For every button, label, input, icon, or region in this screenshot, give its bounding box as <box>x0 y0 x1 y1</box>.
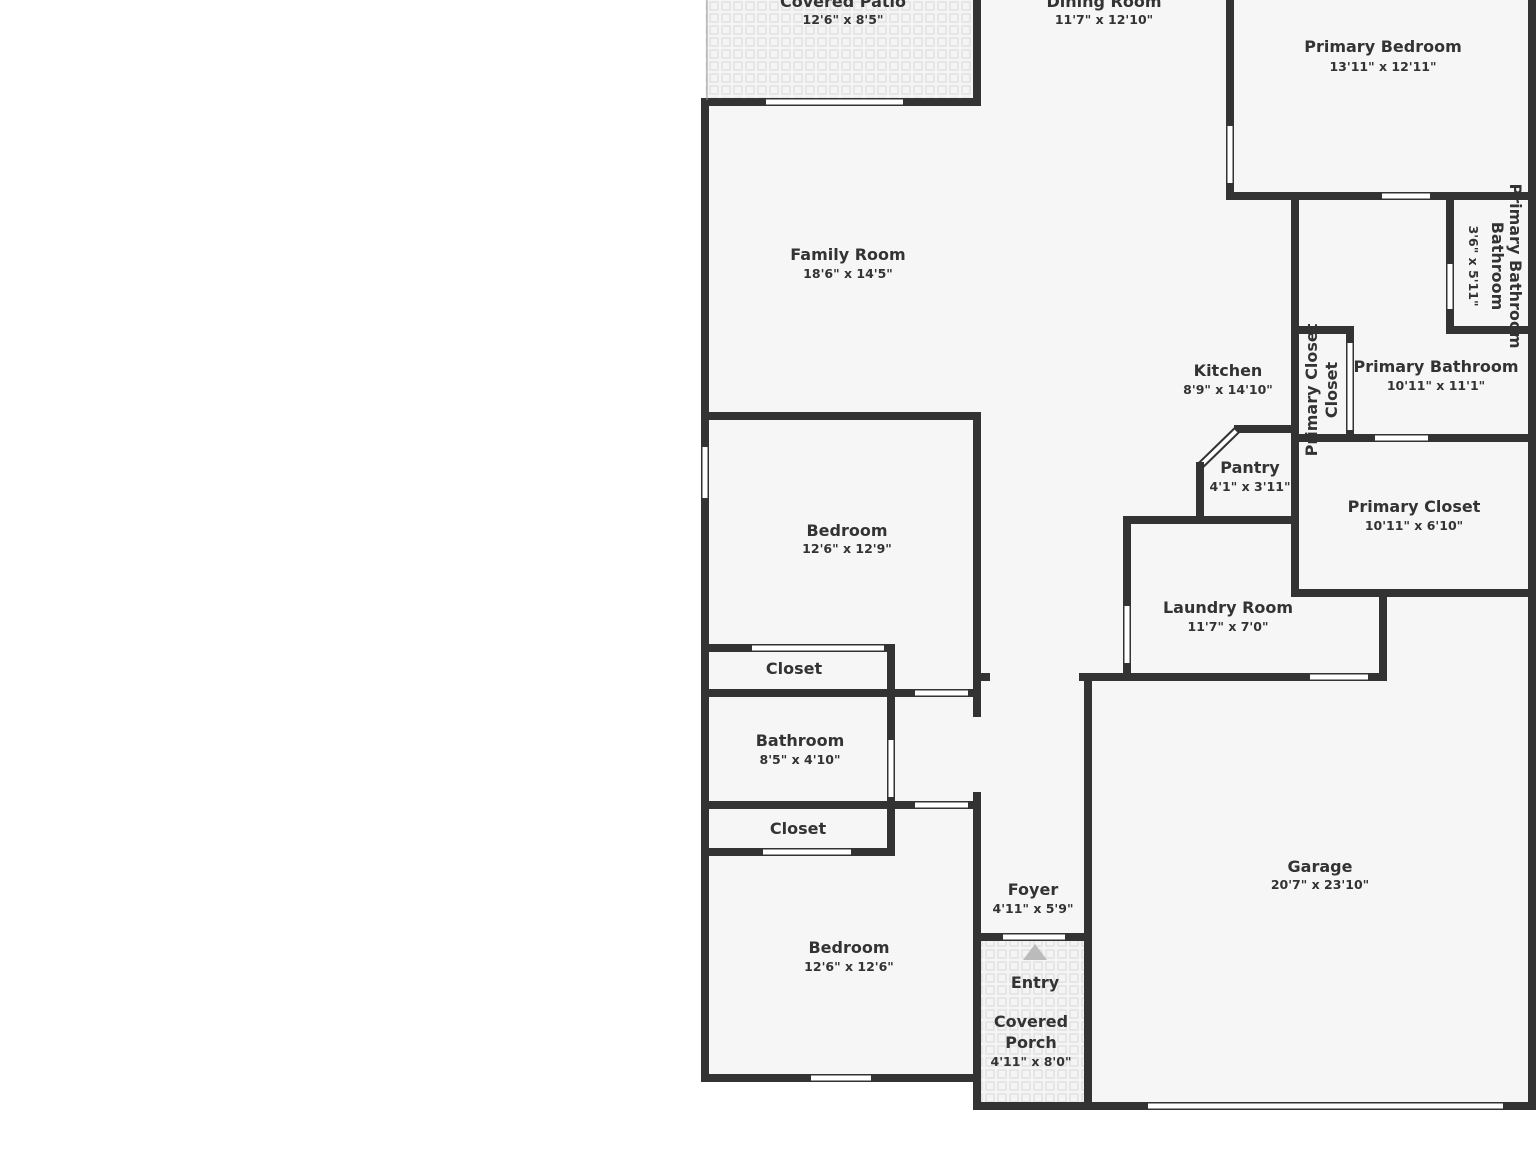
room-name: Pantry <box>1220 458 1280 477</box>
covered-porch-tile <box>978 938 1088 1106</box>
room-name: Kitchen <box>1194 361 1263 380</box>
room-name: Foyer <box>1008 880 1059 899</box>
room-size: 12'6" x 8'5" <box>803 12 884 27</box>
room-name: Primary Closet <box>1302 323 1321 456</box>
room-size: 8'9" x 14'10" <box>1183 382 1273 397</box>
room-size: 13'11" x 12'11" <box>1329 59 1436 74</box>
room-name: Primary Bathroom <box>1506 183 1525 348</box>
walls <box>701 0 1536 1110</box>
room-size: 11'7" x 12'10" <box>1055 12 1153 27</box>
room-size: 3'6" x 5'11" <box>1466 226 1481 307</box>
room-name: Primary Closet <box>1348 497 1481 516</box>
room-size: 10'11" x 6'10" <box>1365 518 1463 533</box>
room-name: Family Room <box>790 245 905 264</box>
room-size: 4'11" x 5'9" <box>993 901 1074 916</box>
room-name: Bedroom <box>806 521 887 540</box>
room-size: 8'5" x 4'10" <box>760 752 841 767</box>
room-name: Dining Room <box>1046 0 1161 11</box>
covered-patio-tile <box>706 0 978 102</box>
room-name: Closet <box>766 659 823 678</box>
room-name: Bathroom <box>756 731 845 750</box>
room-size: 18'6" x 14'5" <box>803 266 893 281</box>
room-name-line2: Bathroom <box>1488 222 1507 311</box>
room-name: Garage <box>1288 857 1353 876</box>
room-name: Primary Bathroom <box>1353 357 1518 376</box>
room-size: 4'1" x 3'11" <box>1210 479 1291 494</box>
room-name: Porch <box>1005 1033 1056 1052</box>
room-labels: Covered Patio 12'6" x 8'5" Dining Room 1… <box>756 0 1525 1069</box>
room-size: 20'7" x 23'10" <box>1271 877 1369 892</box>
room-name: Bedroom <box>808 938 889 957</box>
room-size: 10'11" x 11'1" <box>1387 378 1485 393</box>
room-name: Covered <box>994 1012 1068 1031</box>
house-floor <box>705 0 1532 1106</box>
room-size: 12'6" x 12'9" <box>802 541 892 556</box>
room-size: 11'7" x 7'0" <box>1188 619 1269 634</box>
entry-arrow-icon <box>1023 944 1047 960</box>
room-name: Laundry Room <box>1163 598 1293 617</box>
room-name: Primary Bedroom <box>1304 37 1462 56</box>
room-name-line2: Closet <box>1322 362 1341 419</box>
room-size: 12'6" x 12'6" <box>804 959 894 974</box>
room-size: 4'11" x 8'0" <box>991 1054 1072 1069</box>
room-name: Entry <box>1011 973 1060 992</box>
room-name: Closet <box>770 819 827 838</box>
room-name: Covered Patio <box>780 0 906 11</box>
